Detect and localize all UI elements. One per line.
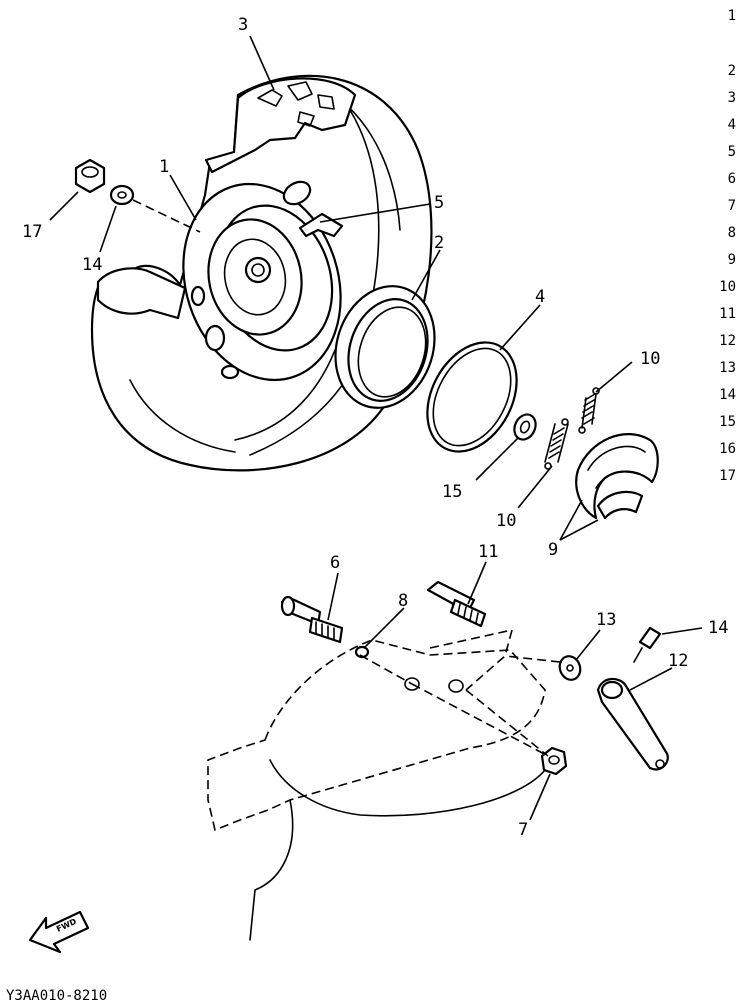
- brake-shoe-set: [575, 433, 659, 520]
- bolt-14: [633, 626, 662, 663]
- part-2-ring: [334, 285, 436, 409]
- callout-8: 8: [398, 591, 408, 611]
- part-16-washer: [513, 413, 537, 441]
- callout-4: 4: [535, 287, 545, 307]
- index-14: 14: [719, 387, 736, 403]
- callout-14: 14: [708, 618, 728, 638]
- callout-6: 6: [330, 553, 340, 573]
- spring-upper: [578, 387, 600, 434]
- index-column: 1 2 3 4 5 6 7 8 9 10 11 12 13 14 15 16 1…: [719, 8, 736, 484]
- washer-13: [558, 655, 582, 681]
- washer-15: [109, 184, 135, 206]
- nut-17: [74, 158, 106, 194]
- callout-3: 3: [238, 15, 248, 35]
- index-16: 16: [719, 441, 736, 457]
- callout-11: 11: [478, 542, 498, 562]
- callout-16: 15: [442, 482, 462, 502]
- callout-13: 13: [596, 610, 616, 630]
- index-11: 11: [719, 306, 736, 322]
- callout-1: 1: [159, 157, 169, 177]
- index-2: 2: [728, 63, 736, 79]
- leader-lines: [49, 35, 703, 821]
- callout-9: 9: [548, 540, 558, 560]
- callout-2: 2: [434, 233, 444, 253]
- index-13: 13: [719, 360, 736, 376]
- spring-lower: [544, 418, 569, 470]
- rear-wheel-tire-assembly: [90, 74, 433, 472]
- diagram-code: Y3AA010-8210: [6, 988, 107, 1004]
- index-17: 17: [719, 468, 736, 484]
- callout-12: 12: [668, 651, 688, 671]
- index-4: 4: [728, 117, 736, 133]
- index-12: 12: [719, 333, 736, 349]
- fwd-arrow-icon: FWD: [28, 910, 90, 954]
- index-6: 6: [728, 171, 736, 187]
- callout-labels: 3 1 5 2 4 10 15 10 9 17 14 6 8 11 13 14 …: [22, 15, 728, 840]
- callout-7: 7: [518, 820, 528, 840]
- callout-10b: 10: [496, 511, 516, 531]
- brake-arm-12: [596, 677, 669, 771]
- camshaft-11: [426, 580, 487, 628]
- shaft-6: [280, 595, 344, 644]
- callout-5: 5: [434, 193, 444, 213]
- index-10: 10: [719, 279, 736, 295]
- index-8: 8: [728, 225, 736, 241]
- index-15: 15: [719, 414, 736, 430]
- crankcase-outline: [207, 628, 561, 941]
- index-3: 3: [728, 90, 736, 106]
- part-4-seal: [426, 341, 518, 453]
- callout-17: 17: [22, 222, 42, 242]
- index-5: 5: [728, 144, 736, 160]
- callout-15: 14: [82, 255, 102, 275]
- index-1: 1: [728, 8, 736, 24]
- index-7: 7: [728, 198, 736, 214]
- callout-10a: 10: [640, 349, 660, 369]
- index-9: 9: [728, 252, 736, 268]
